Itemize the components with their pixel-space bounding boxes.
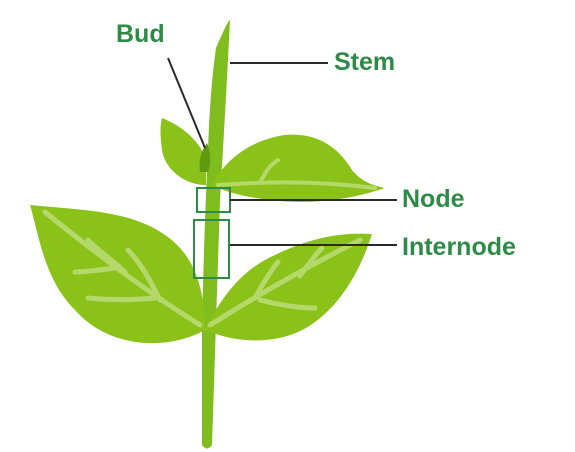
upper-right-leaf-veins <box>216 158 377 190</box>
bud-leader-line <box>167 57 206 149</box>
node-label: Node <box>402 185 465 213</box>
left-leaf-veins <box>42 209 203 328</box>
right-leaf <box>205 233 372 341</box>
left-leaf <box>30 205 205 344</box>
bud-label: Bud <box>116 20 165 48</box>
internode-box <box>193 219 230 279</box>
right-leaf-veins <box>207 237 363 328</box>
upper-left-leaf <box>160 118 206 185</box>
stem <box>202 20 230 449</box>
bud-shape <box>199 143 211 172</box>
stem-label: Stem <box>334 48 396 76</box>
internode-label: Internode <box>402 233 516 261</box>
upper-right-leaf <box>212 134 385 202</box>
